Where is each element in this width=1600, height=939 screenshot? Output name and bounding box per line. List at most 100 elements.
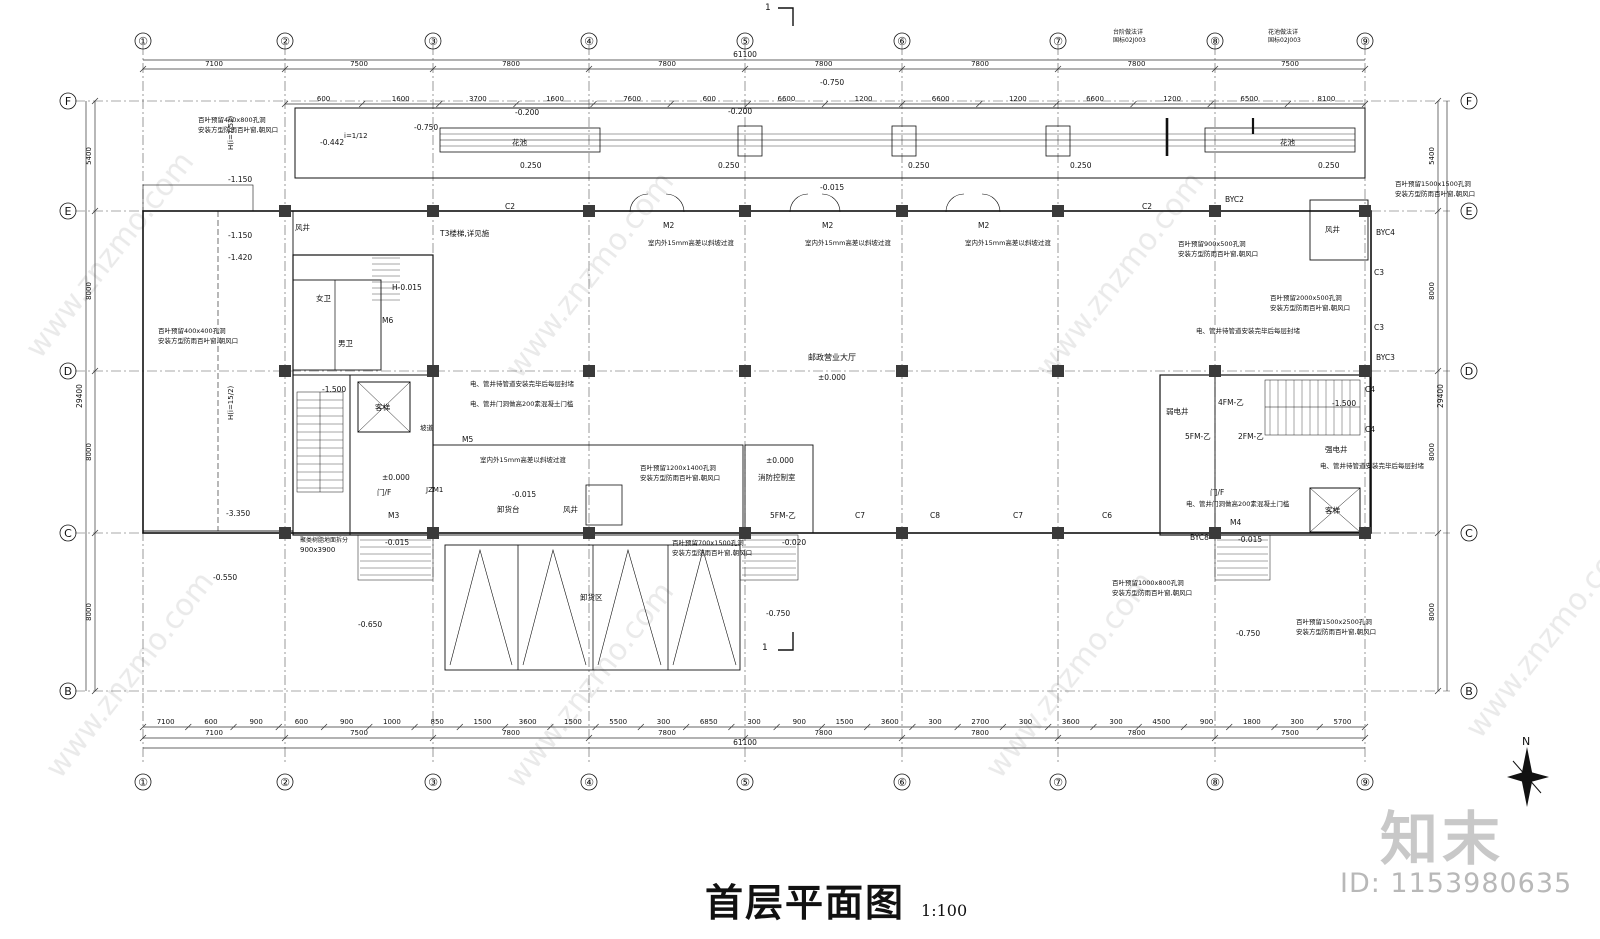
- axis-bubble-top: ⑨: [1360, 35, 1370, 48]
- vent-note: 百叶预留2000x500孔洞: [1270, 293, 1342, 302]
- dim-detail-bottom-label: 850: [430, 718, 443, 726]
- dim-bottom-tick: [139, 734, 147, 742]
- vent-note: 百叶预留1000x800孔洞: [1112, 578, 1184, 587]
- elevation: -0.750: [820, 78, 844, 87]
- axis-bubble-left-circle: [59, 92, 77, 110]
- column: [279, 527, 291, 539]
- bay-marking: [522, 548, 587, 666]
- dim-detail-bottom-tick: [411, 723, 418, 731]
- door-swing: [981, 193, 1001, 213]
- column: [739, 365, 751, 377]
- axis-bubble-bottom: ⑤: [740, 776, 750, 789]
- note-label: 室内外15mm高差以斜坡过渡: [648, 238, 734, 247]
- column: [1052, 365, 1064, 377]
- flower-bed-label: 花池: [1280, 137, 1296, 147]
- duct-label: 风井: [1325, 224, 1341, 234]
- door-tag: M2: [663, 221, 674, 230]
- flower-bed-label: 花池: [512, 137, 527, 147]
- axis-bubble-top-circle: [134, 32, 152, 50]
- axis-bubble-bottom-circle: [134, 773, 152, 791]
- elevation: -1.150: [228, 175, 252, 184]
- dim-detail-bottom-tick: [366, 723, 373, 731]
- detail-ref: 国标02J003: [1268, 36, 1301, 44]
- dim-detail-bottom-tick: [1044, 723, 1052, 731]
- vent-note: 安装方型防雨百叶窗,朝风口: [1178, 249, 1258, 258]
- shaft-note: 电、管井待管道安装完毕后每层封堵: [470, 379, 575, 388]
- watermark-text: www.znzmo.com: [979, 565, 1161, 785]
- door-swing: [945, 193, 965, 213]
- dim-detail-top-tick: [281, 100, 289, 108]
- column: [739, 205, 751, 217]
- vent-note: 百叶预留1200x1400孔洞: [640, 463, 716, 472]
- column: [1359, 365, 1371, 377]
- dim-detail-bottom-tick: [1135, 723, 1142, 731]
- elevation: -1.420: [228, 253, 252, 262]
- column: [583, 205, 595, 217]
- column: [896, 365, 908, 377]
- elevation: 0.250: [718, 161, 740, 170]
- elevator-label: 客梯: [1325, 505, 1341, 515]
- window-tag: BYC3: [1376, 353, 1395, 362]
- dim-detail-top-label: 3700: [469, 95, 487, 103]
- dim-right-label: 8000: [1428, 443, 1436, 461]
- vent-note: 百叶预留1500x2500孔洞: [1296, 617, 1372, 626]
- elevation: -0.750: [414, 123, 438, 132]
- column: [1209, 527, 1221, 539]
- dim-detail-top-label: 1200: [1009, 95, 1027, 103]
- vent-note: 百叶预留900x500孔洞: [1178, 239, 1246, 248]
- dim-detail-bottom-label: 900: [249, 718, 262, 726]
- dim-detail-bottom-tick: [456, 723, 464, 731]
- axis-bubble-bottom-circle: [1206, 773, 1224, 791]
- dim-top-label: 7800: [502, 60, 520, 68]
- dim-detail-bottom-label: 2700: [971, 718, 989, 726]
- strong-shaft-label: 强电井: [1325, 444, 1348, 454]
- door-tag: 5FM-乙: [1185, 432, 1211, 441]
- watermark-text: www.znzmo.com: [1029, 165, 1211, 385]
- elevation: ±0.000: [818, 373, 846, 382]
- axis-bubble-top: ⑥: [897, 35, 907, 48]
- dim-total-label: 61100: [733, 738, 757, 747]
- dim-bottom-label: 7800: [502, 729, 520, 737]
- drawing-scale: 1:100: [921, 901, 968, 920]
- window-tag: C8: [930, 511, 940, 520]
- column: [1209, 205, 1221, 217]
- bay-marking: [597, 548, 662, 666]
- stair-treads: [297, 257, 1351, 576]
- section-number: 1: [762, 643, 768, 653]
- dim-right-tick: [1434, 367, 1442, 375]
- door-tag: M5: [462, 435, 473, 444]
- column: [583, 527, 595, 539]
- door-tag: 5FM-乙: [770, 511, 796, 520]
- dim-bottom-label: 7800: [815, 729, 833, 737]
- female-wc-label: 女卫: [316, 293, 331, 303]
- duct-right: [1309, 199, 1369, 261]
- axis-bubble-right: E: [1466, 205, 1473, 218]
- vent-note: 安装方型防雨百叶窗,朝风口: [1395, 189, 1475, 198]
- dim-detail-bottom-label: 300: [747, 718, 760, 726]
- elevation: H-0.015: [392, 283, 422, 292]
- ramp-note: H(i=15/2): [227, 385, 235, 420]
- planter-box: [891, 125, 917, 157]
- hall-label: 邮政营业大厅: [808, 352, 856, 362]
- dim-right-label: 5400: [1428, 147, 1436, 165]
- dim-detail-bottom-tick: [909, 723, 916, 731]
- axis-bubble-right-circle: [1460, 524, 1478, 542]
- door-tag: M2: [822, 221, 833, 230]
- axis-bubble-right-circle: [1460, 92, 1478, 110]
- ramp-tag: 坡道: [420, 423, 434, 432]
- axis-bubble-bottom: ②: [280, 776, 290, 789]
- dim-detail-top-tick: [1053, 100, 1060, 108]
- drawing-title: 首层平面图: [705, 881, 906, 925]
- axis-bubble-top: ③: [428, 35, 438, 48]
- axis-bubble-top: ⑤: [740, 35, 750, 48]
- axis-bubble-bottom: ④: [584, 776, 594, 789]
- dim-detail-bottom-label: 3600: [1062, 718, 1080, 726]
- dim-detail-bottom-label: 1500: [836, 718, 854, 726]
- dim-detail-bottom-label: 7100: [157, 718, 175, 726]
- ramp-rail: [142, 184, 254, 212]
- dim-bottom-tick: [1361, 734, 1369, 742]
- dim-detail-top-tick: [1284, 100, 1292, 108]
- door-swing: [629, 193, 649, 213]
- elevation: -3.350: [226, 509, 250, 518]
- dim-detail-bottom-label: 300: [1019, 718, 1032, 726]
